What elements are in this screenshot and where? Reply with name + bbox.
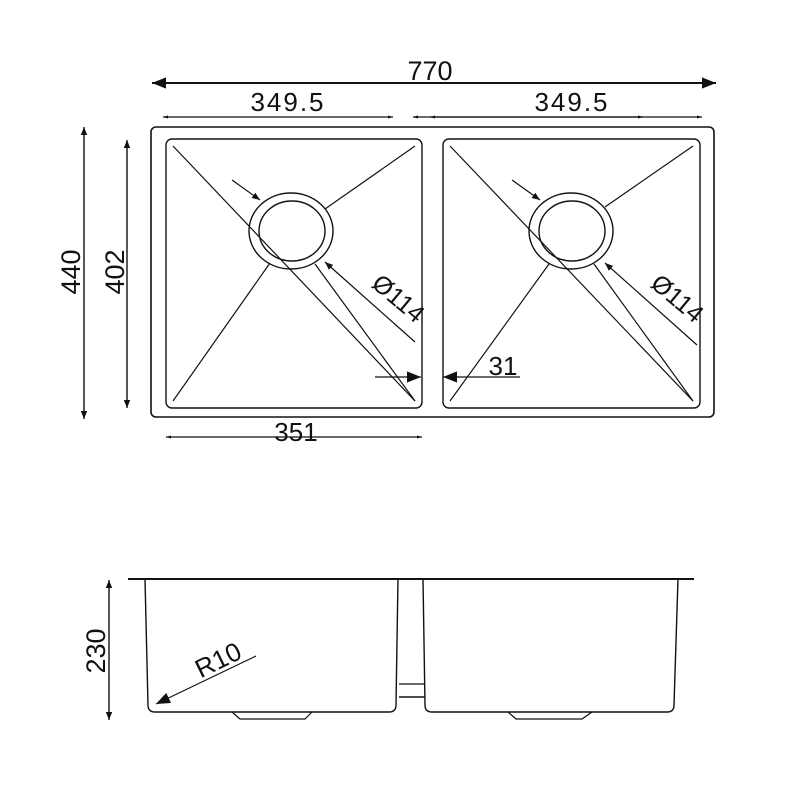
side-height-label: 230 <box>81 628 111 673</box>
left-drain-diameter-label: Ø114 <box>366 269 429 329</box>
left-drain-outer <box>248 192 334 270</box>
right-bowl-profile <box>422 578 679 713</box>
bowl-span-label: 351 <box>274 417 317 447</box>
left-bowl <box>165 138 423 409</box>
right-drain-profile <box>507 711 593 720</box>
right-bowl <box>442 138 701 409</box>
right-drain-outer <box>528 192 614 270</box>
left-drain-inner <box>258 200 326 262</box>
side-view <box>105 578 694 720</box>
right-drain-inner <box>538 200 606 262</box>
divider-width-label: 31 <box>489 351 518 381</box>
overall-depth-label: 440 <box>56 249 86 294</box>
overall-width-label: 770 <box>407 56 452 86</box>
sink-outer-flange <box>150 126 715 418</box>
bowl-depth-label: 402 <box>100 249 130 294</box>
right-bowl-width-label: 349.5 <box>534 87 609 117</box>
corner-radius-label: R10 <box>190 636 246 684</box>
left-bowl-width-label: 349.5 <box>250 87 325 117</box>
left-drain-profile <box>231 711 313 720</box>
radius-leader <box>155 655 257 705</box>
plan-view <box>80 77 716 439</box>
left-bowl-profile <box>144 578 399 713</box>
